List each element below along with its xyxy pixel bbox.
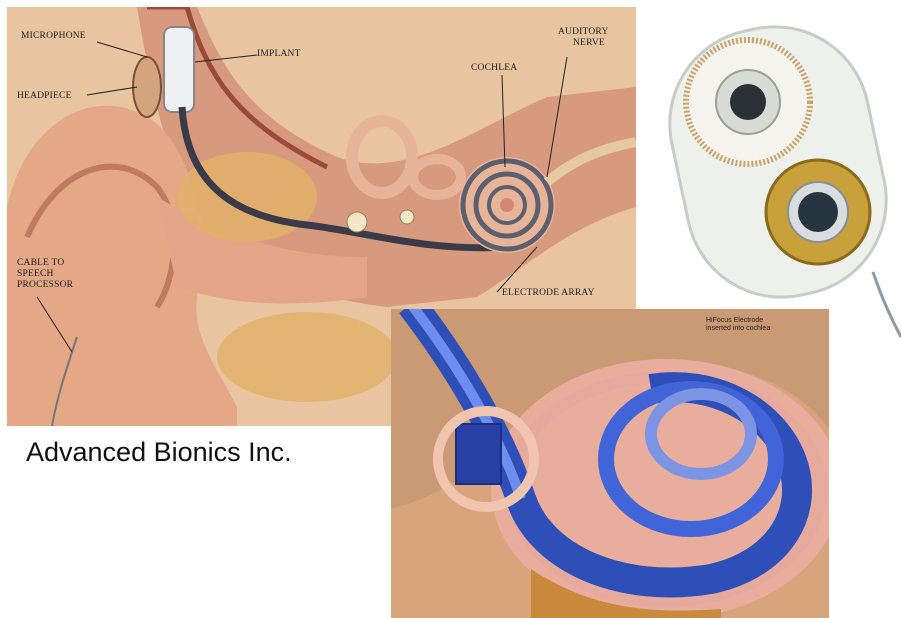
electrode-note-line1: HiFocus Electrode — [706, 317, 763, 325]
label-auditory-nerve-line1: AUDITORY — [558, 27, 609, 37]
implant-device-photo — [658, 22, 901, 341]
electrode-note-line2: inserted into cochlea — [706, 325, 770, 333]
label-auditory-nerve-line2: NERVE — [573, 38, 605, 48]
implant-device-drawing — [658, 22, 901, 341]
label-cable-line1: CABLE TO — [17, 258, 64, 268]
label-cochlea: COCHLEA — [471, 63, 517, 73]
cochlea-electrode-drawing — [391, 309, 829, 618]
label-electrode-array: ELECTRODE ARRAY — [502, 288, 595, 298]
label-headpiece: HEADPIECE — [17, 91, 72, 101]
label-cable-line2: SPEECH — [17, 269, 54, 279]
caption: Advanced Bionics Inc. — [26, 437, 292, 468]
cochlea-electrode-render: HiFocus Electrode inserted into cochlea — [391, 309, 829, 618]
label-microphone: MICROPHONE — [21, 31, 86, 41]
label-cable-line3: PROCESSOR — [17, 280, 73, 290]
label-implant: IMPLANT — [257, 49, 301, 59]
